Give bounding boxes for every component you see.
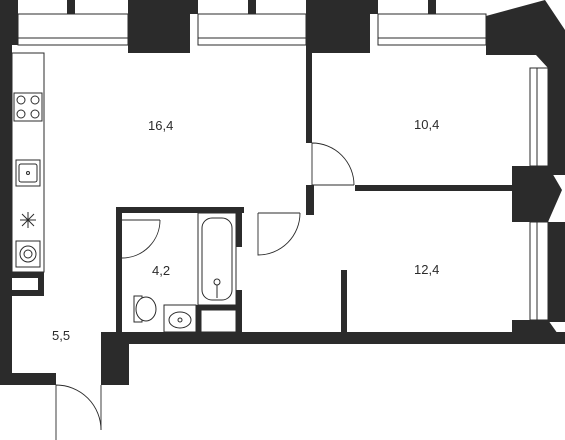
area-label-living-kitchen: 16,4 <box>148 118 173 133</box>
room-labels: 16,4 10,4 12,4 4,2 5,5 <box>52 117 439 343</box>
stove-icon <box>13 92 43 122</box>
washing-machine-icon <box>15 240 41 268</box>
sink-icon <box>15 159 41 187</box>
area-label-bathroom: 4,2 <box>152 263 170 278</box>
washbasin-icon <box>163 304 197 333</box>
bathtub-icon <box>197 212 237 306</box>
extractor-icon <box>20 212 36 228</box>
area-label-hallway: 5,5 <box>52 328 70 343</box>
outer-walls <box>0 0 565 385</box>
area-label-bedroom-top: 10,4 <box>414 117 439 132</box>
interior-walls <box>12 53 512 332</box>
kitchen <box>11 52 45 273</box>
area-label-bedroom-bottom: 12,4 <box>414 262 439 277</box>
doors <box>55 142 355 440</box>
bathroom <box>133 212 237 333</box>
windows <box>17 13 549 321</box>
toilet-icon <box>133 295 157 323</box>
